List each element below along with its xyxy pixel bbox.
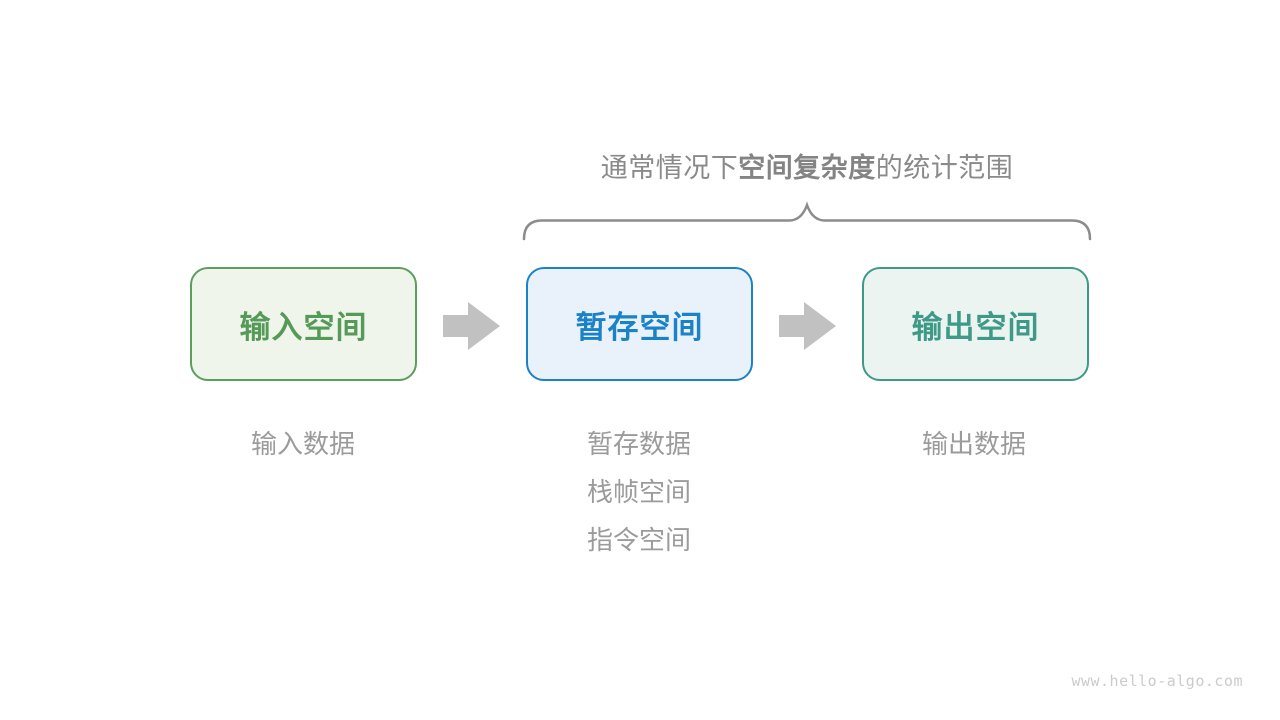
caption-column-temp: 暂存数据 栈帧空间 指令空间 (489, 420, 789, 564)
caption-instruction-space: 指令空间 (586, 525, 691, 555)
caption-input-data: 输入数据 (250, 429, 355, 459)
caption-stack-frame-space: 栈帧空间 (586, 477, 691, 507)
title-prefix: 通常情况下 (600, 153, 739, 183)
caption-column-input: 输入数据 (153, 420, 453, 468)
diagram-title: 通常情况下空间复杂度的统计范围 (522, 146, 1092, 185)
watermark: www.hello-algo.com (1071, 672, 1243, 690)
box-input-space: 输入空间 (190, 267, 417, 381)
title-emphasis: 空间复杂度 (738, 153, 876, 183)
box-temp-space-label: 暂存空间 (575, 309, 704, 345)
box-input-space-label: 输入空间 (239, 309, 368, 345)
box-output-space: 输出空间 (862, 267, 1089, 381)
arrow-right-icon (779, 302, 836, 350)
arrow-right-icon (443, 302, 500, 350)
brace-icon (522, 201, 1092, 241)
caption-output-data: 输出数据 (921, 429, 1026, 459)
box-output-space-label: 输出空间 (911, 309, 1040, 345)
box-temp-space: 暂存空间 (526, 267, 753, 381)
caption-column-output: 输出数据 (824, 420, 1124, 468)
caption-temp-data: 暂存数据 (586, 429, 691, 459)
title-suffix: 的统计范围 (875, 153, 1014, 183)
